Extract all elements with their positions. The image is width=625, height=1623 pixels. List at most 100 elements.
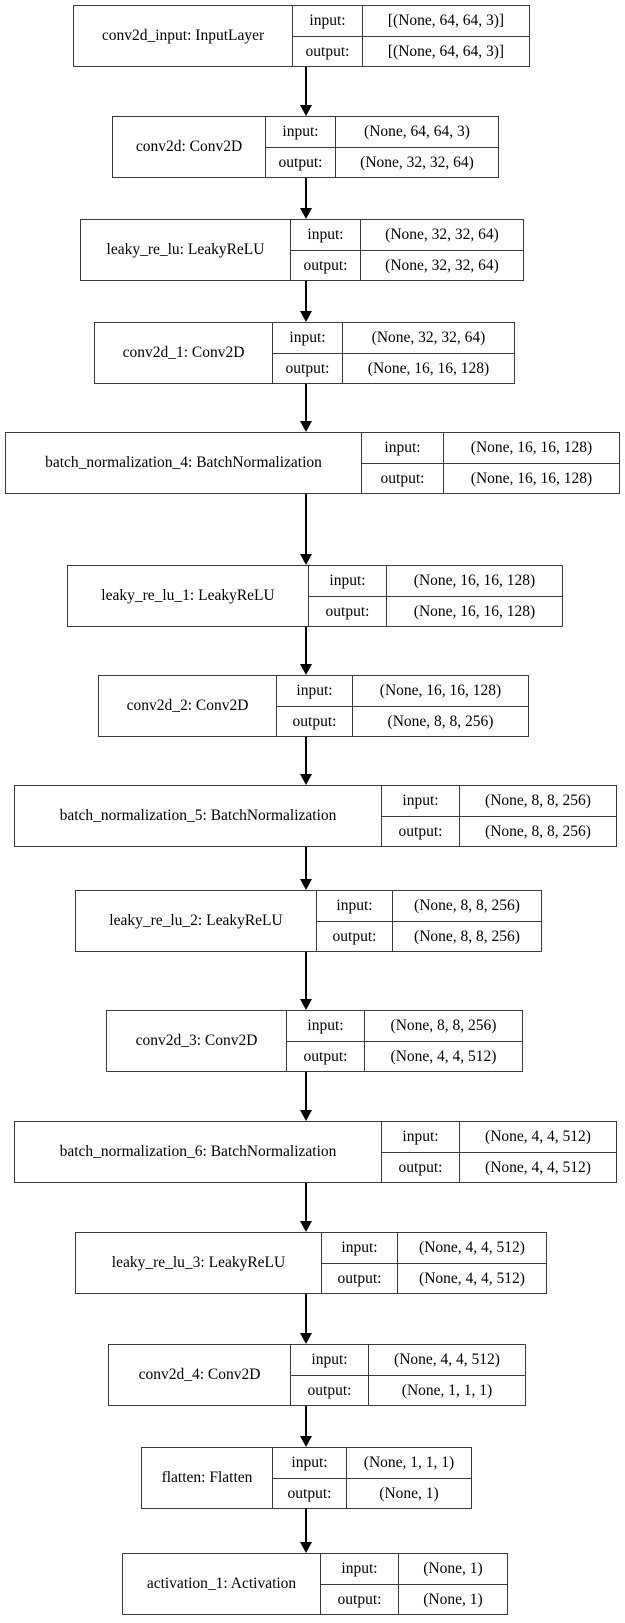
layer-name: conv2d_3: Conv2D xyxy=(135,1032,258,1049)
layer-name: conv2d_1: Conv2D xyxy=(122,344,245,361)
layer-name: leaky_re_lu_1: LeakyReLU xyxy=(101,587,275,604)
output-shape: (None, 1, 1, 1) xyxy=(369,1375,525,1405)
io-label-column: input:output: xyxy=(272,1448,346,1508)
input-label: input: xyxy=(341,1560,378,1577)
output-label: output: xyxy=(291,250,360,280)
connector-arrow xyxy=(305,281,307,315)
input-label: input: xyxy=(402,1128,439,1145)
io-label-column: input:output: xyxy=(308,566,386,626)
input-label: input: xyxy=(402,792,439,809)
arrowhead-icon xyxy=(299,999,312,1010)
input-label: input: xyxy=(329,572,366,589)
output-label: output: xyxy=(321,1584,398,1614)
io-label-column: input:output: xyxy=(381,1122,459,1182)
layer-name: flatten: Flatten xyxy=(161,1469,253,1486)
input-label: input: xyxy=(282,123,319,140)
input-shape: (None, 16, 16, 128) xyxy=(379,682,502,699)
output-label: output: xyxy=(317,921,392,951)
io-label-column: input: output: xyxy=(320,1554,398,1614)
output-shape: (None, 32, 32, 64) xyxy=(336,147,498,177)
shape-column: (None, 16, 16, 128)(None, 16, 16, 128) xyxy=(386,566,562,626)
connector-arrow xyxy=(305,1406,307,1440)
shape-column: (None, 4, 4, 512)(None, 4, 4, 512) xyxy=(397,1233,546,1293)
input-label: input: xyxy=(307,226,344,243)
output-shape: (None, 16, 16, 128) xyxy=(343,353,514,383)
output-label: output: xyxy=(362,463,443,493)
shape-column: (None, 1, 1, 1)(None, 1) xyxy=(346,1448,471,1508)
output-label: output: xyxy=(382,816,459,846)
io-label-column: input: output: xyxy=(361,433,443,493)
input-shape: (None, 8, 8, 256) xyxy=(414,897,520,914)
shape-column: (None, 16, 16, 128) (None, 16, 16, 128) xyxy=(443,433,619,493)
output-label: output: xyxy=(273,1478,346,1508)
io-label-column: input: output: xyxy=(286,1011,364,1071)
arrowhead-icon xyxy=(299,664,312,675)
layer-name: leaky_re_lu_2: LeakyReLU xyxy=(109,912,283,929)
arrowhead-icon xyxy=(299,774,312,785)
layer-name: batch_normalization_6: BatchNormalizatio… xyxy=(59,1143,337,1160)
io-label-column: input: output: xyxy=(265,117,335,177)
layer-node: batch_normalization_5: BatchNormalizatio… xyxy=(14,785,617,847)
arrowhead-icon xyxy=(299,1221,312,1232)
output-shape: (None, 1) xyxy=(347,1478,471,1508)
input-label: input: xyxy=(307,1017,344,1034)
io-label-column: input: output: xyxy=(276,676,352,736)
layer-node: activation_1: Activation input: output:(No… xyxy=(122,1553,508,1615)
arrowhead-icon xyxy=(299,879,312,890)
shape-column: (None, 8, 8, 256)(None, 8, 8, 256) xyxy=(392,891,541,951)
input-shape: (None, 64, 64, 3) xyxy=(364,123,470,140)
layer-name: batch_normalization_5: BatchNormalizatio… xyxy=(59,807,337,824)
arrowhead-icon xyxy=(299,1542,312,1553)
input-label: input: xyxy=(289,329,326,346)
layer-node: leaky_re_lu_3: LeakyReLU input: output:(No… xyxy=(75,1232,547,1294)
output-shape: (None, 16, 16, 128) xyxy=(444,463,619,493)
output-shape: (None, 8, 8, 256) xyxy=(460,816,616,846)
layer-name: leaky_re_lu_3: LeakyReLU xyxy=(111,1254,286,1271)
output-label: output: xyxy=(287,1041,364,1071)
shape-column: (None, 64, 64, 3) (None, 32, 32, 64) xyxy=(335,117,498,177)
connector-arrow xyxy=(305,384,307,425)
arrowhead-icon xyxy=(299,208,312,219)
input-shape: (None, 8, 8, 256) xyxy=(390,1017,497,1034)
io-label-column: input:output: xyxy=(292,6,362,66)
connector-arrow xyxy=(305,67,307,109)
shape-column: (None, 32, 32, 64) (None, 16, 16, 128) xyxy=(342,323,514,383)
arrowhead-icon xyxy=(299,105,312,116)
input-shape: (None, 16, 16, 128) xyxy=(470,439,593,456)
input-label: input: xyxy=(296,682,333,699)
output-label: output: xyxy=(273,353,342,383)
connector-arrow xyxy=(305,178,307,212)
io-label-column: input: output: xyxy=(321,1233,397,1293)
connector-arrow xyxy=(305,737,307,778)
output-shape: [(None, 64, 64, 3)] xyxy=(363,36,529,66)
shape-column: (None, 32, 32, 64)(None, 32, 32, 64) xyxy=(360,220,523,280)
connector-arrow xyxy=(305,1294,307,1337)
layer-node: flatten: Flatten input:output:(None, 1, 1… xyxy=(141,1447,472,1509)
output-label: output: xyxy=(277,706,352,736)
io-label-column: input: output: xyxy=(290,1345,368,1405)
output-label: output: xyxy=(266,147,335,177)
layer-name: activation_1: Activation xyxy=(146,1575,297,1592)
output-label: output: xyxy=(322,1263,397,1293)
shape-column: (None, 4, 4, 512)(None, 4, 4, 512) xyxy=(459,1122,616,1182)
arrowhead-icon xyxy=(299,1333,312,1344)
input-shape: (None, 16, 16, 128) xyxy=(413,572,536,589)
shape-column: (None, 8, 8, 256) (None, 8, 8, 256) xyxy=(459,786,616,846)
input-shape: (None, 8, 8, 256) xyxy=(485,792,591,809)
shape-column: [(None, 64, 64, 3)][(None, 64, 64, 3)] xyxy=(362,6,529,66)
shape-column: (None, 1)(None, 1) xyxy=(398,1554,507,1614)
input-label: input: xyxy=(384,439,421,456)
input-shape: (None, 32, 32, 64) xyxy=(371,329,486,346)
input-label: input: xyxy=(341,1239,378,1256)
connector-arrow xyxy=(305,952,307,1003)
input-label: input: xyxy=(311,1351,348,1368)
io-label-column: input: output: xyxy=(272,323,342,383)
output-label: output: xyxy=(293,36,362,66)
output-label: output: xyxy=(291,1375,368,1405)
